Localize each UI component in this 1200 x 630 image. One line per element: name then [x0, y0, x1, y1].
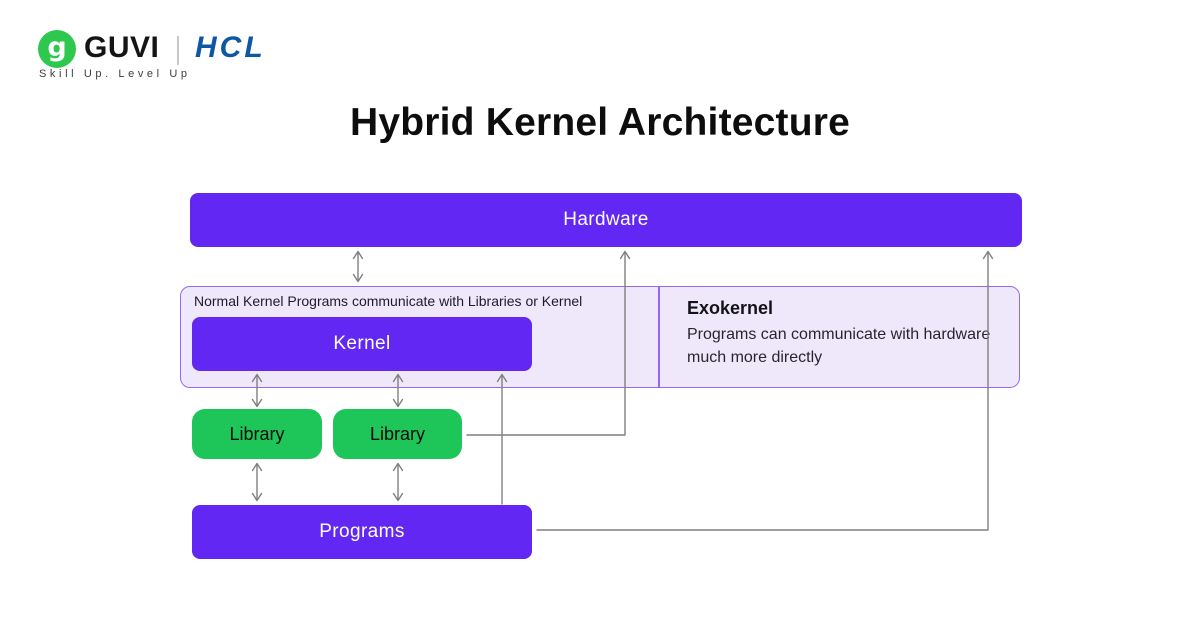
- logo-separator: [177, 36, 179, 65]
- brand-tagline: Skill Up. Level Up: [39, 68, 191, 80]
- exokernel-description: Programs can communicate with hardware m…: [687, 326, 991, 366]
- exokernel-title: Exokernel: [687, 298, 774, 318]
- kernel-box: Kernel: [192, 317, 532, 371]
- arrow-library1-programs: [251, 462, 263, 502]
- hcl-wordmark: HCL: [195, 31, 266, 64]
- programs-box: Programs: [192, 505, 532, 559]
- panel-divider: [658, 286, 660, 387]
- exokernel-section: Exokernel Programs can communicate with …: [687, 298, 997, 369]
- library-box-2: Library: [333, 409, 462, 459]
- hardware-box: Hardware: [190, 193, 1022, 247]
- guvi-wordmark: GUVI: [84, 31, 160, 64]
- arrow-hardware-panel: [352, 250, 364, 283]
- page-title: Hybrid Kernel Architecture: [349, 101, 851, 144]
- kernel-panel-note: Normal Kernel Programs communicate with …: [194, 293, 583, 309]
- library-box-1: Library: [192, 409, 322, 459]
- brand-header: g GUVI HCL Skill Up. Level Up: [0, 0, 420, 90]
- arrow-library2-programs: [392, 462, 404, 502]
- guvi-logo-icon: g: [38, 30, 76, 68]
- arrow-programs-kernel: [496, 373, 508, 505]
